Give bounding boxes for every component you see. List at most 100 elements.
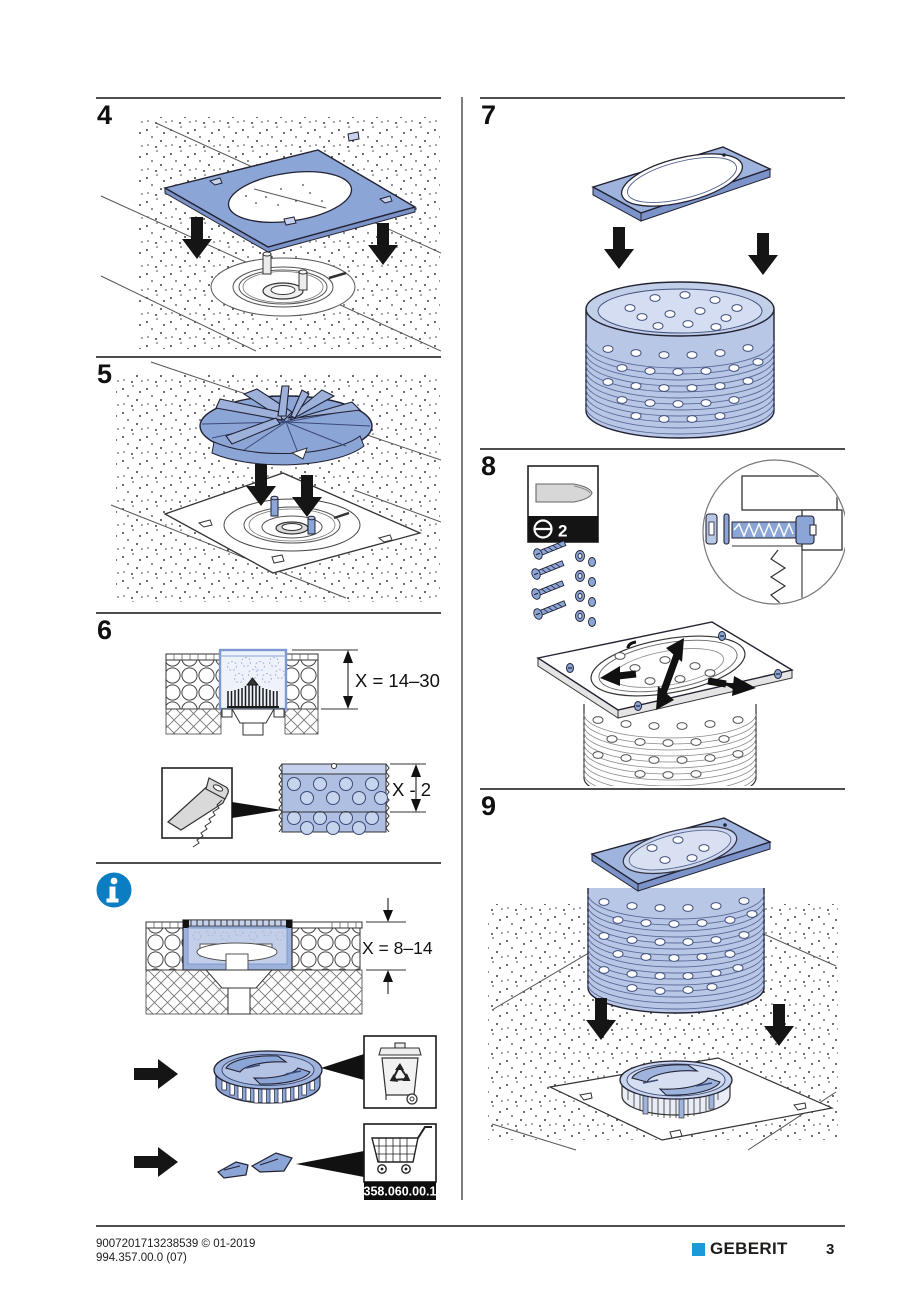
right-arrow-icon [134,1147,178,1177]
recycling-symbol [389,1063,411,1082]
footer-doc-info: 9007201713238539 © 01-2019 994.357.00.0 … [96,1237,255,1265]
order-callout-box: 358.060.00.1 [363,1123,437,1200]
saw-icon [167,777,229,848]
mounting-frame [591,146,772,222]
section-rule [480,448,845,450]
recycle-bin-icon [378,1042,422,1105]
part-number-bar [364,1182,436,1200]
down-arrow-icon [748,233,778,275]
callout-pointer [232,802,282,818]
step-4-section: 4 [96,97,441,356]
adjustment-arrows [600,638,756,710]
page-number: 3 [826,1241,835,1258]
floor-drain-flange [210,251,356,317]
section-rule [96,97,441,99]
callout-pointer [296,1151,364,1177]
step-number: 8 [481,451,496,481]
insulation-layer [291,927,361,971]
levelling-peg [298,269,308,291]
insulation-layer [284,659,319,710]
screw-thread [731,515,817,545]
step-number: 9 [481,791,496,821]
screed-layer [284,708,319,735]
shopping-cart-icon [371,1126,432,1174]
step-number: 4 [97,100,112,130]
section-rule [96,356,441,358]
step-7-section: 7 [480,97,845,448]
cover-plate [163,131,417,253]
callout-pointer [321,1054,364,1080]
svg-text:X - 2: X - 2 [392,779,431,800]
installed-housing [182,919,293,971]
section-rule [480,97,845,99]
tool-size: 2 [558,522,567,541]
down-arrow-icon [604,227,634,269]
dimension-x-14-30: X = 14–30 [292,649,440,710]
section-rule [96,612,441,614]
part-number: 358.060.00.1 [364,1185,437,1199]
step-9-section: 9 [480,788,845,1200]
cover-plate [163,472,422,574]
levelling-peg [270,495,279,517]
fixing-clips [217,1152,293,1179]
info-note-section: X = 8–14 [96,862,441,1200]
drain-grate [227,677,279,708]
brand-name: GEBERIT [710,1239,788,1258]
screws-set [531,540,596,627]
section-rule [96,862,441,864]
drain-body [221,708,285,736]
dimension-x-minus-2: X - 2 [390,763,431,813]
step-number: 7 [481,100,496,130]
screwdriver-blade-icon [535,483,593,503]
perforated-pipe-section [278,763,390,835]
doc-id-line: 9007201713238539 © 01-2019 [96,1238,256,1250]
svg-text:X = 8–14: X = 8–14 [362,938,433,958]
height-adjustable-housing [218,648,288,711]
cylinder-ribs [585,340,775,435]
step-6-illustration: X = 14–30 [161,648,440,848]
right-arrow-icon [134,1059,178,1089]
levelling-peg [262,251,272,275]
frame-fastening-assembly [536,621,794,786]
info-note-illustration: X = 8–14 [96,872,437,1200]
info-icon [96,872,132,908]
washers-set [575,550,596,627]
floor-cross-section: X = 14–30 [165,648,440,736]
step-4-illustration [100,117,441,352]
step-number: 6 [97,615,112,645]
protective-cap [213,1050,323,1104]
screed-layer [165,708,222,735]
step-5-section: 5 [96,356,441,612]
frame-screws [566,631,782,711]
brand-logo: GEBERIT [692,1239,788,1259]
tool-callout-box: 2 [527,465,599,543]
levelling-peg [307,515,316,535]
step-7-illustration [585,146,778,439]
insulation-layer [165,659,222,710]
floor-visible-through-hole [245,184,327,209]
slot-drive-icon [533,519,553,539]
protective-cap-on-floor [619,1060,733,1119]
step-8-section: 8 2 [480,448,845,788]
detail-circle [702,459,845,605]
cylinder-with-frame [587,817,772,1014]
brand-square-icon [692,1242,705,1256]
reorder-clips-row: 358.060.00.1 [134,1123,437,1200]
step-number: 5 [97,359,112,389]
perforated-drain-cylinder [585,281,775,439]
step-6-section: 6 [96,612,441,862]
step-9-illustration [488,817,838,1151]
doc-version-line: 994.357.00.0 (07) [96,1252,187,1264]
svg-text:X = 14–30: X = 14–30 [355,670,440,691]
break-line [769,549,787,603]
recycle-callout-box [363,1035,437,1109]
finished-floor-cross-section: X = 8–14 [145,898,433,1015]
insulation-layer [145,927,184,971]
column-divider [461,97,463,1200]
impeller-spacer [199,385,373,466]
dispose-cap-row [134,1035,437,1109]
drain-body [204,969,274,1015]
dimension-x-8-14: X = 8–14 [362,898,433,994]
step-8-illustration: 2 [527,459,845,786]
